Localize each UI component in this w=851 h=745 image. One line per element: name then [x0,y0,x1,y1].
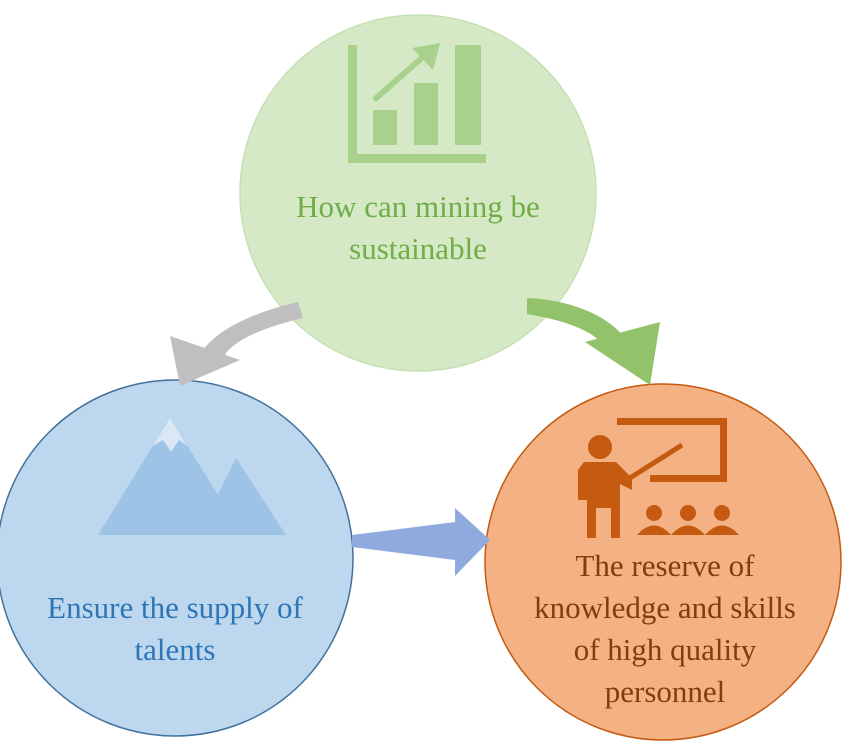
arrow-top-to-left [170,302,303,386]
node-left-label-line-1: Ensure the supply of [47,590,303,625]
node-left-label-line-2: talents [134,632,216,667]
node-right-label-line-2: knowledge and skills [534,590,796,625]
node-top-circle [239,14,597,372]
node-top-label-line-2: sustainable [349,231,487,266]
node-right-label-line-3: of high quality [573,632,757,667]
teacher-presentation-icon [578,418,739,538]
mountain-icon [98,418,286,535]
node-right-label-line-4: personnel [604,674,726,709]
node-right-circle [484,383,842,741]
node-left-label: Ensure the supply of talents [15,587,335,671]
node-top-label-line-1: How can mining be [296,189,540,224]
node-right-label: The reserve of knowledge and skills of h… [495,545,835,713]
arrow-left-to-right [352,508,490,576]
node-right-label-line-1: The reserve of [575,548,755,583]
node-top-label: How can mining be sustainable [258,186,578,270]
arrow-top-to-right [527,298,660,385]
rising-bar-chart-icon [348,43,486,163]
node-left-circle [0,379,354,737]
